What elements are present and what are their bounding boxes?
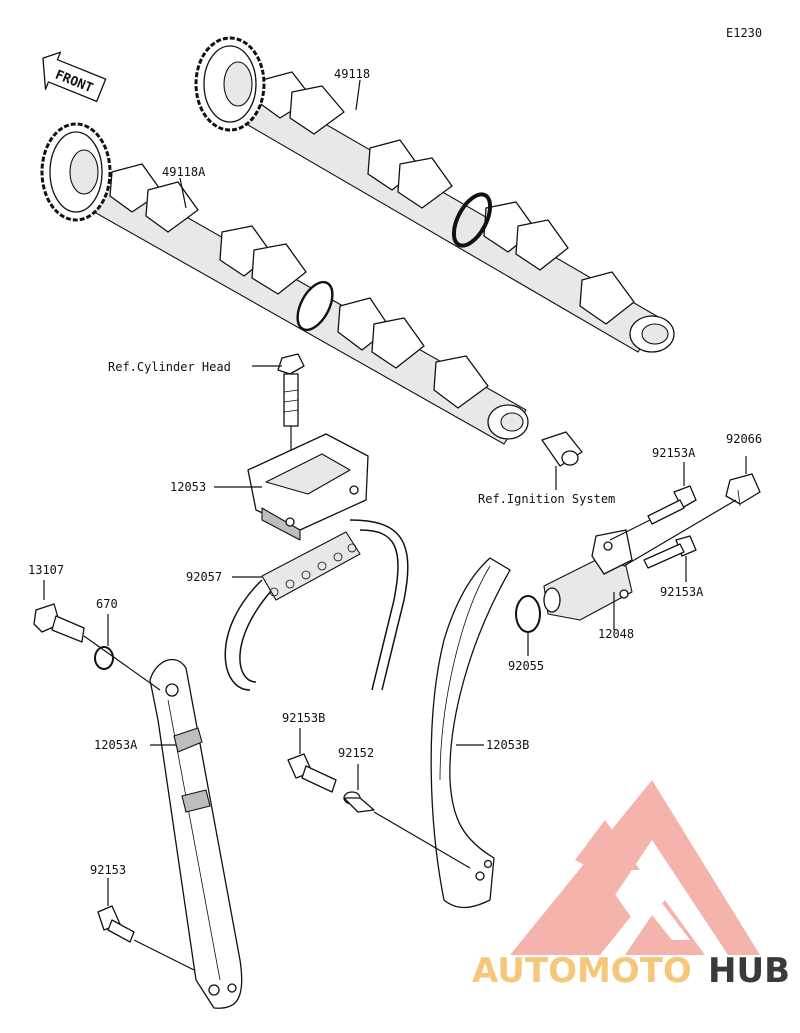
chain-guide-left <box>149 658 243 1009</box>
bolt-92153b <box>287 728 337 793</box>
diagram-code: E1230 <box>726 26 762 40</box>
bolt-92153a-top <box>609 462 697 541</box>
bolt-92153 <box>97 878 195 971</box>
label-92066: 92066 <box>726 432 762 446</box>
label-92057: 92057 <box>186 570 222 584</box>
label-ref-ignition: Ref.Ignition System <box>478 492 615 506</box>
bolt-13107 <box>33 580 161 691</box>
part-labels: 49118 49118A Ref.Cylinder Head 12053 Ref… <box>28 67 762 877</box>
chain-guide-top <box>247 433 369 541</box>
label-92153a-bottom: 92153A <box>660 585 704 599</box>
watermark-text-automoto: AUTOMOTO <box>472 951 692 991</box>
chain-guide-right <box>430 557 511 909</box>
bolt-92153a-bottom <box>643 535 697 582</box>
label-49118: 49118 <box>334 67 370 81</box>
camshaft-intake <box>40 122 529 445</box>
label-92055: 92055 <box>508 659 544 673</box>
timing-chain <box>224 519 409 691</box>
chain-tensioner <box>543 529 633 630</box>
leader-lines <box>150 79 484 746</box>
oring-670 <box>94 646 114 670</box>
collar-92152 <box>343 764 471 869</box>
sprocket-lower <box>40 122 112 222</box>
label-49118a: 49118A <box>162 165 206 179</box>
front-arrow-icon: FRONT <box>42 51 107 103</box>
label-670: 670 <box>96 597 118 611</box>
watermark-logo <box>510 780 760 955</box>
label-12053a: 12053A <box>94 738 138 752</box>
label-13107: 13107 <box>28 563 64 577</box>
label-92153a-top: 92153A <box>652 446 696 460</box>
label-12048: 12048 <box>598 627 634 641</box>
ignition-cap <box>541 431 583 490</box>
label-92152: 92152 <box>338 746 374 760</box>
label-92153: 92153 <box>90 863 126 877</box>
label-12053: 12053 <box>170 480 206 494</box>
label-ref-cylinder-head: Ref.Cylinder Head <box>108 360 231 374</box>
tensioner-plug <box>623 456 761 567</box>
camshaft-exhaust <box>194 36 675 353</box>
label-92153b: 92153B <box>282 711 325 725</box>
tensioner-gasket <box>515 595 541 633</box>
watermark-text-hub: HUB <box>708 951 790 991</box>
watermark-text: AUTOMOTO HUB <box>472 951 790 991</box>
label-12053b: 12053B <box>486 738 529 752</box>
sprocket-upper <box>194 36 266 132</box>
